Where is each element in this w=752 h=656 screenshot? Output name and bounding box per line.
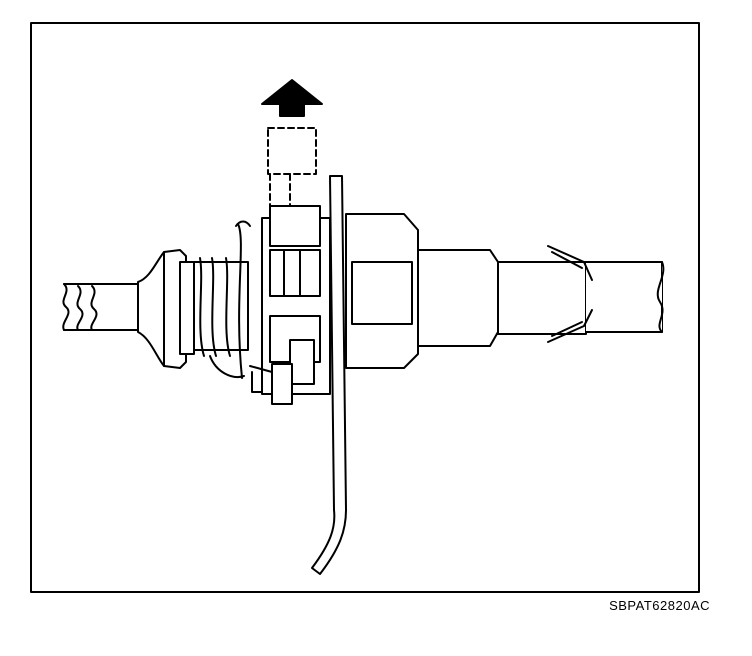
figure-reference-code: SBPAT62820AC bbox=[609, 598, 710, 613]
connector-body bbox=[345, 213, 587, 369]
left-cable bbox=[62, 283, 141, 331]
right-cable bbox=[585, 261, 665, 333]
retaining-clip bbox=[249, 205, 331, 405]
rubber-boot bbox=[137, 249, 187, 369]
coil-spring bbox=[193, 220, 251, 379]
boot-collar bbox=[179, 261, 195, 355]
clip-phantom-position bbox=[267, 127, 317, 207]
figure-frame bbox=[30, 22, 700, 593]
spring-clip-right bbox=[547, 245, 593, 343]
arrow-up-icon bbox=[261, 79, 323, 117]
bracket-plate bbox=[311, 175, 347, 575]
